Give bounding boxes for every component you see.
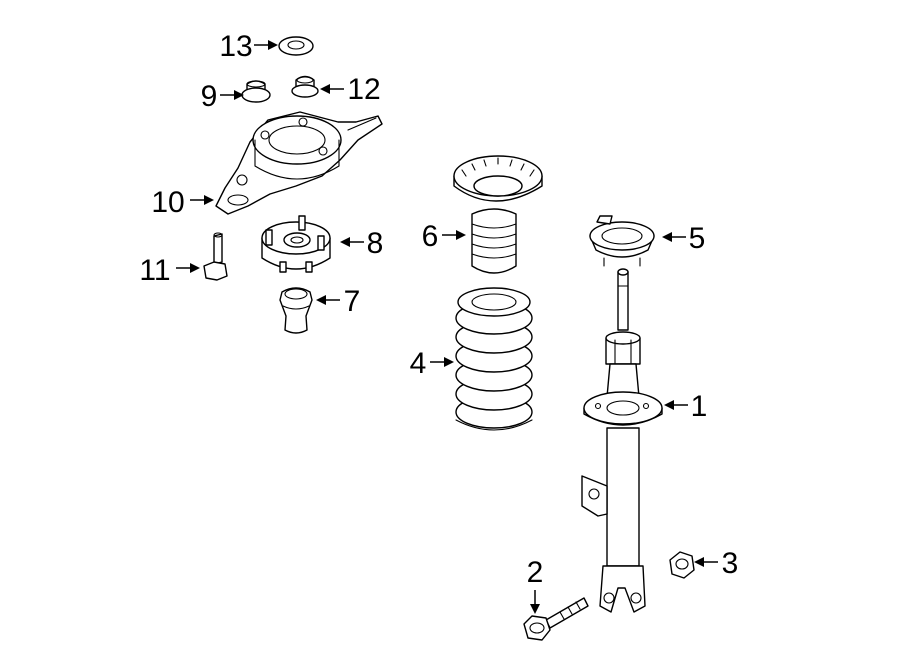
callout-11: 11	[139, 254, 170, 287]
callout-3: 3	[722, 547, 739, 580]
part-11-bolt	[203, 232, 228, 281]
callout-2: 2	[527, 556, 544, 589]
part-1-strut	[581, 268, 663, 613]
part-7-bump-stop	[279, 287, 313, 334]
part-13-washer	[278, 36, 314, 56]
part-3-nut	[669, 551, 695, 579]
callout-8: 8	[367, 227, 384, 260]
part-6-seat-boot	[453, 155, 543, 274]
callout-12: 12	[347, 73, 380, 106]
callout-9: 9	[201, 80, 218, 113]
part-12-nut	[291, 75, 319, 98]
part-5-insulator	[589, 215, 655, 267]
callout-leaders	[176, 40, 718, 614]
part-4-coil-spring	[455, 287, 533, 431]
callout-13: 13	[219, 30, 252, 63]
callout-10: 10	[151, 186, 184, 219]
callout-4: 4	[410, 347, 427, 380]
callout-6: 6	[422, 220, 439, 253]
part-8-strut-mount	[261, 215, 331, 273]
callout-7: 7	[344, 285, 361, 318]
part-10-mount-bracket	[215, 111, 383, 215]
callout-5: 5	[689, 222, 706, 255]
part-9-nut	[241, 80, 271, 103]
callout-1: 1	[691, 390, 708, 423]
callout-labels: 13 9 12 10 11 8 7 6 5 4 1 2 3	[139, 30, 738, 589]
part-2-bolt	[523, 597, 589, 641]
